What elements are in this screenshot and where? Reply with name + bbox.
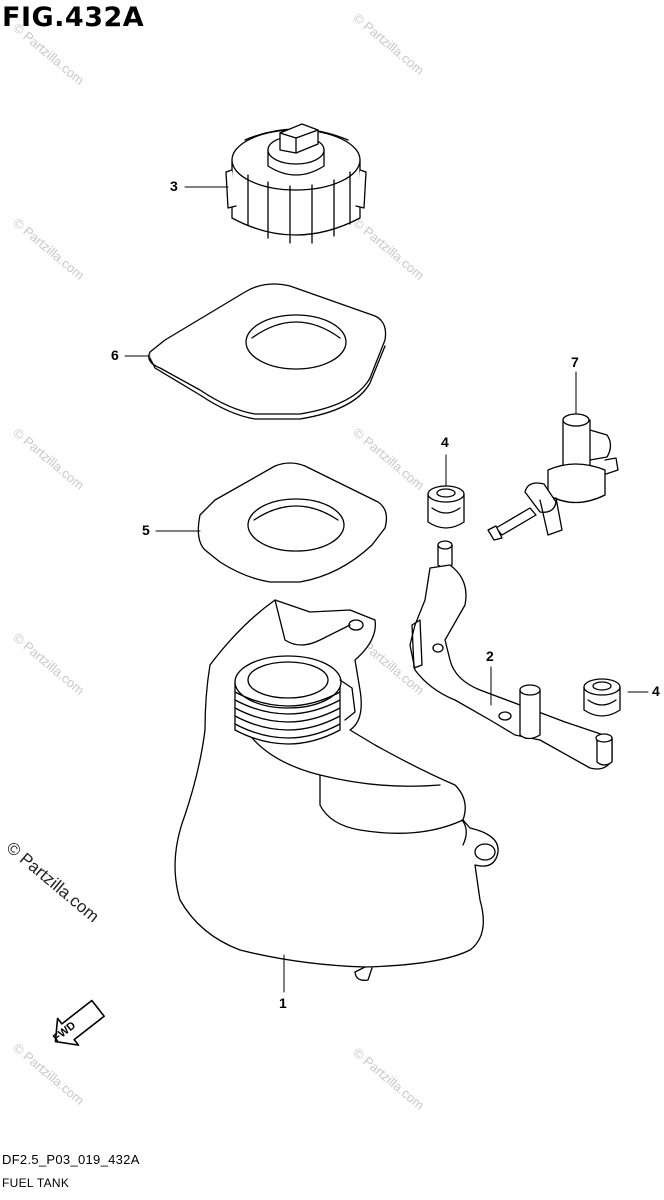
callout-part-4: 4: [441, 434, 449, 450]
fuel-tank-part: [174, 599, 499, 981]
callout-part-3: 3: [170, 178, 178, 194]
forward-arrow-icon: [54, 999, 105, 1046]
callout-part-7: 7: [571, 354, 579, 370]
fuel-cock-part: [487, 413, 619, 541]
callout-part-4: 4: [652, 683, 660, 699]
page-title: FIG.432A: [2, 2, 145, 33]
callout-part-6: 6: [111, 347, 119, 363]
callout-part-5: 5: [142, 522, 150, 538]
gasket-part: [197, 462, 388, 583]
fuel-cap-part: [225, 123, 367, 244]
grommet-part: [427, 485, 465, 529]
diagram-caption: FUEL TANK: [2, 1176, 70, 1190]
fuel-pipe-bracket-part: [409, 540, 613, 770]
gasket-top-part: [148, 283, 387, 420]
leader-lines: [124, 186, 649, 993]
diagram-code: DF2.5_P03_019_432A: [2, 1152, 140, 1167]
callout-part-1: 1: [279, 995, 287, 1011]
grommet-part: [583, 678, 621, 717]
callout-part-2: 2: [486, 648, 494, 664]
